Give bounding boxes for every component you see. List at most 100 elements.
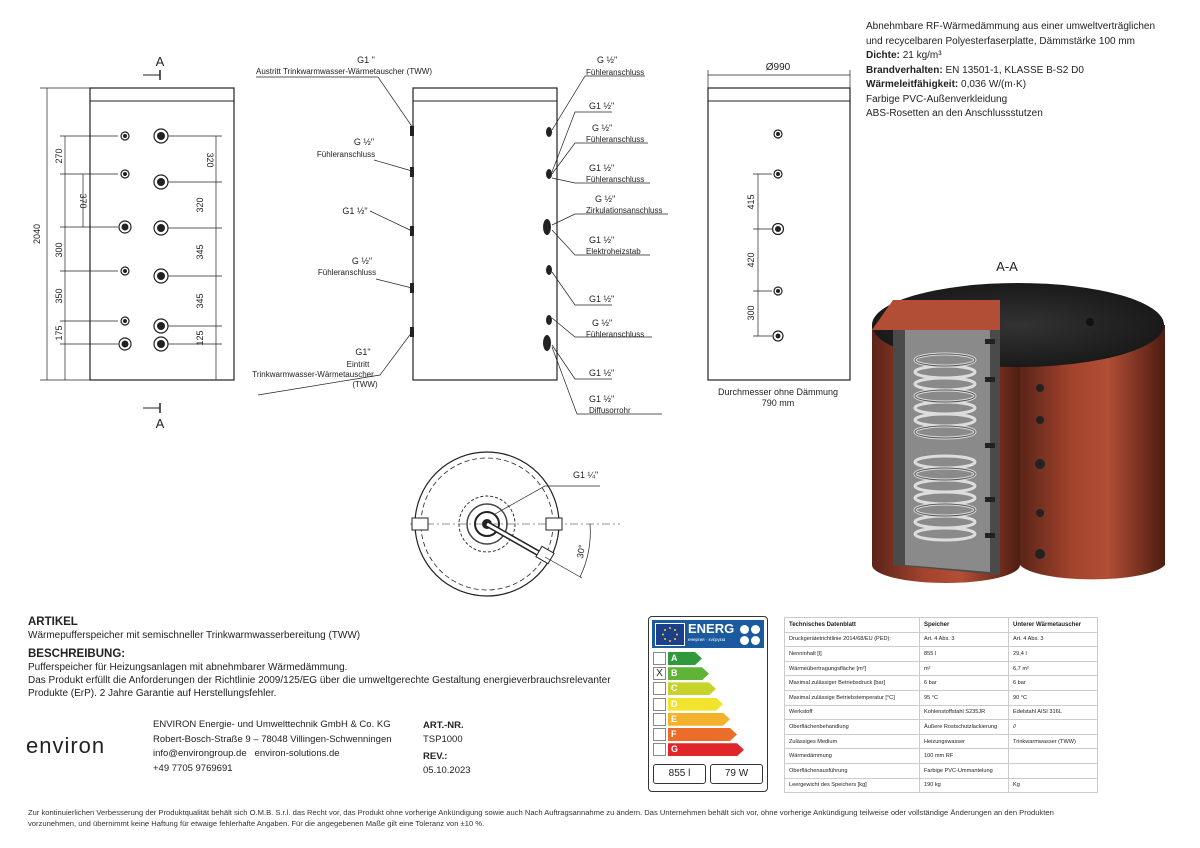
table-cell: Art. 4 Abs. 3 (919, 631, 1009, 648)
label-r9-size: G1 ½" (589, 368, 614, 378)
label-r3-size: G ½" (592, 123, 612, 133)
spec-dichte: Dichte: 21 kg/m³ (866, 49, 1186, 64)
company-web[interactable]: environ-solutions.de (254, 748, 340, 759)
spec-line-1: Abnehmbare RF-Wärmedämmung aus einer umw… (866, 21, 1156, 32)
energy-class-row: D (652, 697, 762, 711)
dim-370: 370 (78, 193, 88, 208)
label-l4-desc1: Eintritt (347, 360, 370, 369)
energy-class-row: E (652, 712, 762, 726)
energy-class-row: A (652, 652, 762, 665)
table-cell: Leergewicht des Speichers [kg] (784, 777, 920, 794)
table-cell: 190 kg (919, 777, 1009, 794)
table-cell (1008, 762, 1098, 779)
label-l3-desc: Fühleranschluss (318, 268, 376, 277)
label-top-desc: Austritt Trinkwarmwasser-Wärmetauscher (… (256, 67, 432, 76)
table-cell: 100 mm RF (919, 748, 1009, 764)
table-row: Druckgerätetrichtlinie 2014/68/EU (PED):… (784, 631, 1098, 648)
spec-dichte-label: Dichte: (866, 50, 900, 61)
rev-value: 05.10.2023 (423, 764, 471, 776)
section-mark-bottom: A (156, 416, 165, 431)
dim-300: 300 (54, 242, 64, 257)
artnr-value: TSP1000 (423, 733, 463, 745)
label-top-size: G1 " (357, 55, 375, 65)
energy-class-letter: G (671, 744, 679, 755)
table-cell: Oberflächenbehandlung (784, 719, 920, 735)
table-cell: Trinkwarmwasser (TWW) (1008, 733, 1098, 750)
energy-class-checkbox (653, 697, 666, 711)
footer-line-2: vorzunehmen, und übernimmt keine Haftung… (28, 819, 485, 828)
caption-790: 790 mm (762, 398, 795, 408)
label-l2-size: G1 ½" (342, 206, 367, 216)
company-email[interactable]: info@environgroup.de (153, 748, 247, 759)
front-elevation: G1 " Austritt Trinkwarmwasser-Wärmetausc… (252, 55, 668, 415)
spec-line-7: ABS-Rosetten an den Anschlussstutzen (866, 108, 1043, 119)
table-cell: Wärmedämmung (784, 748, 920, 764)
table-cell: 6,7 m² (1008, 660, 1098, 677)
technical-drawing: A A (32, 54, 1165, 597)
table-cell: Kg (1008, 777, 1098, 794)
table-cell: Werkstoff (784, 704, 920, 721)
table-row: Maximal zulässige Betriebstemperatur [°C… (784, 689, 1098, 706)
energy-class-letter: D (671, 698, 678, 709)
energy-class-row: C (652, 682, 762, 696)
energy-label-title: ENERG (688, 621, 735, 636)
dim-990: Ø990 (766, 62, 791, 73)
dim-420: 420 (746, 252, 756, 267)
label-l4-size: G1" (355, 347, 370, 357)
energy-class-letter: F (671, 729, 677, 739)
caption-diameter: Durchmesser ohne Dämmung (718, 387, 838, 397)
table-cell: Zulässiges Medium (784, 733, 920, 750)
company-logo: environ (26, 733, 106, 758)
energy-class-arrow: C (668, 682, 716, 695)
table-row: Maximal zulässiger Betriebsdruck [bar] 6 … (784, 675, 1098, 691)
table-cell: Wärmeübertragungsfläche [m²] (784, 660, 920, 677)
tank-outline-side (412, 87, 558, 381)
label-r8-desc: Fühleranschluss (586, 330, 644, 339)
label-r6-size: G1 ½" (589, 235, 614, 245)
energy-class-checkbox (653, 728, 666, 741)
rev-label: REV.: (423, 751, 448, 762)
energy-class-letter: B (671, 668, 678, 679)
energy-class-checkbox (653, 682, 666, 696)
energy-class-letter: A (671, 653, 678, 663)
table-cell: Nenninhalt [l] (784, 646, 920, 662)
label-l3-size: G ½" (352, 256, 372, 266)
label-r10-desc: Diffusorrohr (589, 406, 631, 415)
company-info: ENVIRON Energie- und Umwelttechnik GmbH … (153, 718, 392, 776)
label-r1-desc: Fühleranschluss (586, 68, 644, 77)
spec-waerme-label: Wärmeleitfähigkeit: (866, 79, 959, 90)
energy-class-arrow: G (668, 743, 744, 756)
label-l4-desc2: Trinkwarmwasser-Wärmetauscher (252, 370, 374, 379)
dim-300-side: 300 (746, 305, 756, 320)
dim-345a: 345 (195, 244, 205, 259)
label-r3-desc: Fühleranschluss (586, 135, 644, 144)
artikel-text: Wärmepufferspeicher mit semischneller Tr… (28, 630, 361, 641)
footer-disclaimer: Zur kontinuierlichen Verbesserung der Pr… (28, 807, 1178, 829)
table-header-cell: Speicher (919, 617, 1009, 633)
label-r8-size: G ½" (592, 318, 612, 328)
dim-320a: 320 (205, 152, 215, 167)
company-address: Robert-Bosch-Straße 9 – 78048 Villingen-… (153, 733, 392, 745)
spec-waerme-value: 0,036 W/(m·K) (961, 79, 1027, 90)
label-r7-size: G1 ½" (589, 294, 614, 304)
label-l1-size: G ½" (354, 137, 374, 147)
cutaway-illustration: A-A (872, 259, 1165, 583)
table-cell: 6 bar (1008, 675, 1098, 691)
energy-badge-icon (751, 636, 760, 645)
label-r5-desc: Zirkulationsanschluss (586, 206, 662, 215)
label-r6-desc: Elektroheizstab (586, 247, 641, 256)
side-elevation: Ø990 415 420 300 Durchmesser ohne Dämmun… (707, 62, 851, 408)
company-phone: +49 7705 9769691 (153, 762, 233, 774)
table-cell: Oberflächenausführung (784, 762, 920, 779)
table-cell: Maximal zulässiger Betriebsdruck [bar] (784, 675, 920, 691)
tank-outline-front (89, 87, 235, 381)
energy-class-checkbox: X (653, 667, 666, 681)
energy-class-checkbox (653, 712, 666, 726)
energy-volume: 855 l (653, 764, 706, 784)
